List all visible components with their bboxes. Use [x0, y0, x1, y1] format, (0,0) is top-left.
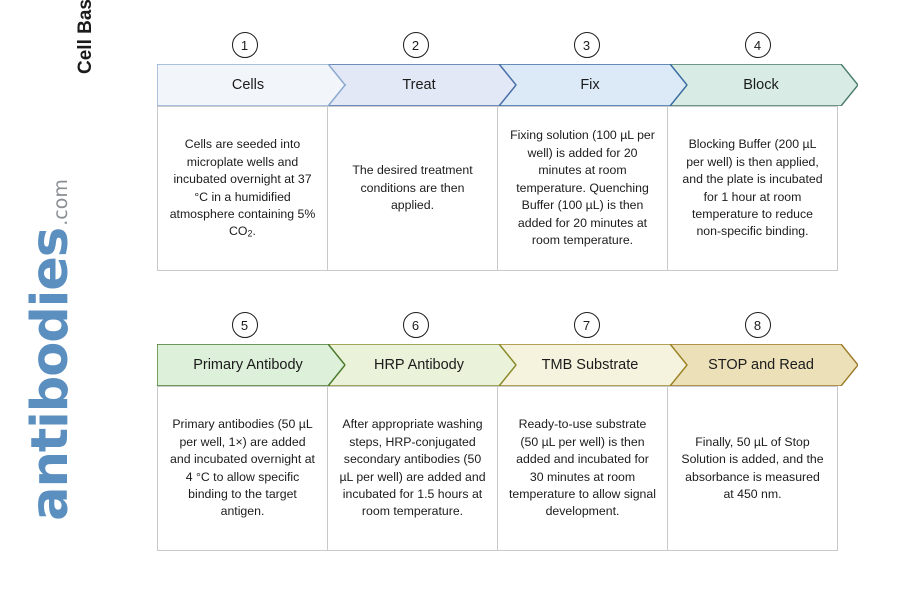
protocol-row-2: 5 6 7 8 Primary Antibody HRP Antibody TMB S… [157, 312, 858, 551]
step-number-label: 7 [582, 317, 591, 333]
vertical-page-title: Cell Based ELISA Kits Quick Protocol [58, 0, 114, 74]
vertical-page-title-text: Cell Based ELISA Kits Quick Protocol [74, 0, 97, 74]
step-chevron-2[interactable]: Treat [328, 64, 516, 106]
chevron-shape-icon [328, 344, 516, 386]
step-description-7: Ready-to-use substrate (50 µL per well) … [497, 386, 668, 551]
step-description-8: Finally, 50 µL of Stop Solution is added… [667, 386, 838, 551]
step-description-text: Finally, 50 µL of Stop Solution is added… [681, 434, 824, 501]
step-chevron-1[interactable]: Cells [157, 64, 345, 106]
step-label: Block [743, 77, 779, 93]
step-description-2: The desired treatment conditions are the… [327, 106, 498, 271]
chevron-shape-icon [670, 64, 858, 106]
step-number-6: 6 [402, 312, 429, 338]
step-chevron-6[interactable]: HRP Antibody [328, 344, 516, 386]
step-chevron-4[interactable]: Block [670, 64, 858, 106]
step-description-text: After appropriate washing steps, HRP-con… [339, 417, 486, 519]
step-description-3: Fixing solution (100 µL per well) is add… [497, 106, 668, 271]
step-description-4: Blocking Buffer (200 µL per well) is the… [667, 106, 838, 271]
step-chevron-8[interactable]: STOP and Read [670, 344, 858, 386]
step-number-group-1: 1 2 3 4 [157, 32, 841, 64]
step-number-label: 3 [582, 37, 591, 53]
step-description-1: Cells are seeded into microplate wells a… [157, 106, 328, 271]
step-label: HRP Antibody [373, 357, 464, 373]
chevron-shape-icon [670, 344, 858, 386]
step-description-text: Primary antibodies (50 µL per well, 1×) … [170, 417, 315, 519]
step-description-6: After appropriate washing steps, HRP-con… [327, 386, 498, 551]
step-number-1: 1 [231, 32, 258, 58]
step-number-label: 4 [753, 37, 762, 53]
step-description-5: Primary antibodies (50 µL per well, 1×) … [157, 386, 328, 551]
step-chevron-3[interactable]: Fix [499, 64, 687, 106]
step-label: TMB Substrate [541, 357, 639, 373]
chevron-shape-icon [499, 344, 687, 386]
step-label: Primary Antibody [193, 357, 303, 373]
step-label: STOP and Read [708, 357, 814, 373]
step-number-7: 7 [573, 312, 600, 338]
chevron-shape-icon [157, 344, 345, 386]
step-number-2: 2 [402, 32, 429, 58]
step-label: Fix [580, 77, 600, 93]
chevron-shape-icon [157, 64, 345, 106]
step-label: Treat [402, 77, 436, 93]
description-band-2: Primary antibodies (50 µL per well, 1×) … [157, 386, 841, 551]
step-number-label: 6 [411, 317, 420, 333]
step-number-label: 5 [240, 317, 249, 333]
step-number-3: 3 [573, 32, 600, 58]
step-chevron-7[interactable]: TMB Substrate [499, 344, 687, 386]
step-description-text: The desired treatment conditions are the… [352, 163, 473, 213]
protocol-row-1: 1 2 3 4 Cells Treat Fix Block Cells are see… [157, 32, 858, 271]
step-number-5: 5 [231, 312, 258, 338]
logo-tld: .com [50, 179, 72, 226]
chevron-band-1: Cells Treat Fix Block [157, 64, 858, 106]
chevron-shape-icon [499, 64, 687, 106]
step-description-text: Blocking Buffer (200 µL per well) is the… [682, 137, 823, 239]
step-description-text: Cells are seeded into microplate wells a… [169, 137, 316, 240]
step-number-group-2: 5 6 7 8 [157, 312, 841, 344]
chevron-band-2: Primary Antibody HRP Antibody TMB Substr… [157, 344, 858, 386]
step-number-label: 8 [753, 317, 762, 333]
step-description-text: Ready-to-use substrate (50 µL per well) … [509, 417, 656, 519]
step-number-4: 4 [744, 32, 771, 58]
step-chevron-5[interactable]: Primary Antibody [157, 344, 345, 386]
step-number-8: 8 [744, 312, 771, 338]
step-number-label: 1 [240, 37, 249, 53]
step-label: Cells [231, 77, 265, 93]
chevron-shape-icon [328, 64, 516, 106]
logo-wordmark: antibodies [21, 227, 80, 521]
step-number-label: 2 [411, 37, 420, 53]
step-description-text: Fixing solution (100 µL per well) is add… [510, 128, 655, 248]
description-band-1: Cells are seeded into microplate wells a… [157, 106, 841, 271]
antibodies-logo: antibodies .com [21, 179, 125, 521]
